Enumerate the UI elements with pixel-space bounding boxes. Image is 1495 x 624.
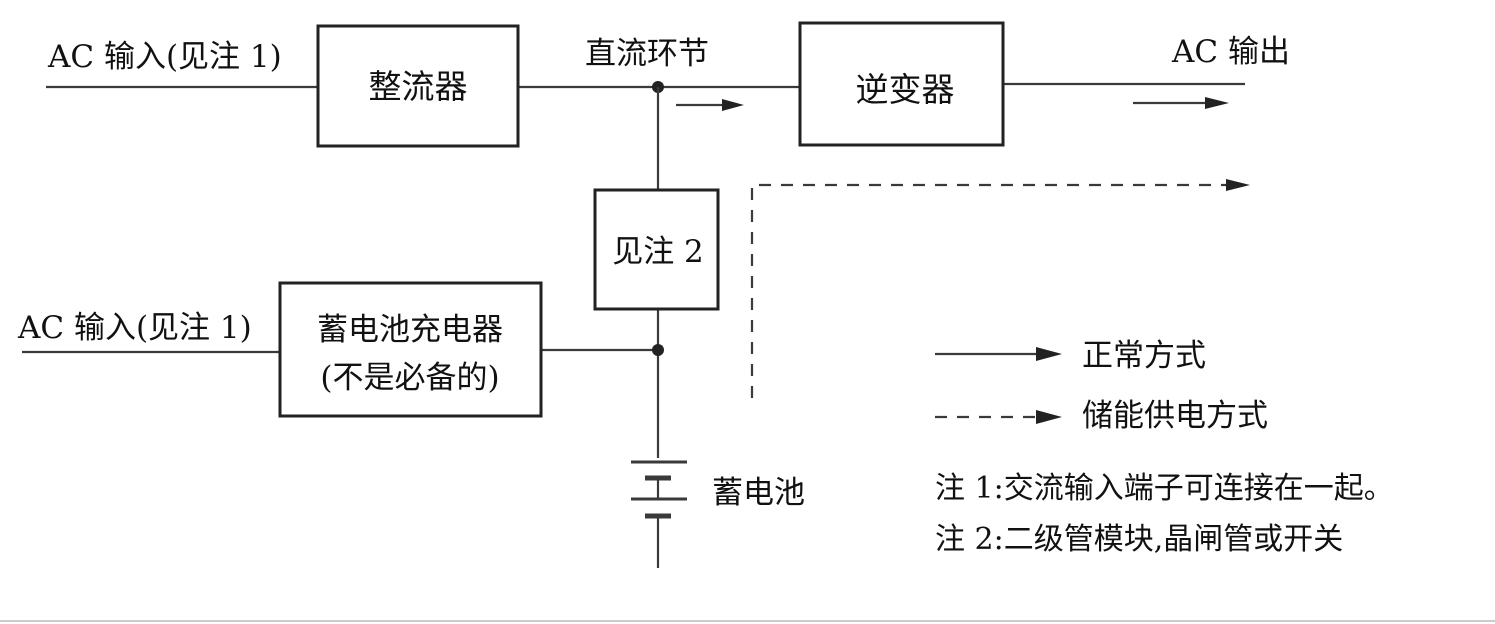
dc-flow-arrow: [676, 99, 744, 111]
charger-label-line1: 蓄电池充电器: [317, 312, 503, 348]
ac-input-top-label: AC 输入(见注 1): [47, 39, 282, 75]
switch-block-label: 见注 2: [612, 234, 704, 270]
legend-normal-label: 正常方式: [1082, 338, 1206, 374]
legend-normal-arrow: [935, 347, 1062, 361]
legend-stored-energy-arrow: [935, 410, 1062, 424]
battery-junction: [652, 344, 664, 356]
battery-label: 蓄电池: [712, 475, 805, 511]
inverter-label: 逆变器: [856, 70, 955, 109]
dc-link-label: 直流环节: [585, 36, 709, 72]
note-1: 注 1:交流输入端子可连接在一起。: [935, 471, 1394, 506]
rectifier-block: [316, 24, 520, 148]
note-2: 注 2:二级管模块,晶闸管或开关: [935, 522, 1343, 557]
output-flow-arrow: [1133, 97, 1229, 109]
switch-block: [593, 188, 720, 311]
ac-output-label: AC 输出: [1171, 34, 1290, 70]
rectifier-label: 整流器: [369, 67, 468, 106]
inverter-block: [798, 21, 1005, 147]
ac-input-bottom-label: AC 输入(见注 1): [17, 310, 252, 346]
stored-energy-path-arrow: [750, 179, 1250, 398]
legend-stored-energy-label: 储能供电方式: [1082, 398, 1268, 434]
charger-label-line2: (不是必备的): [320, 360, 499, 396]
charger-block: [278, 281, 543, 418]
